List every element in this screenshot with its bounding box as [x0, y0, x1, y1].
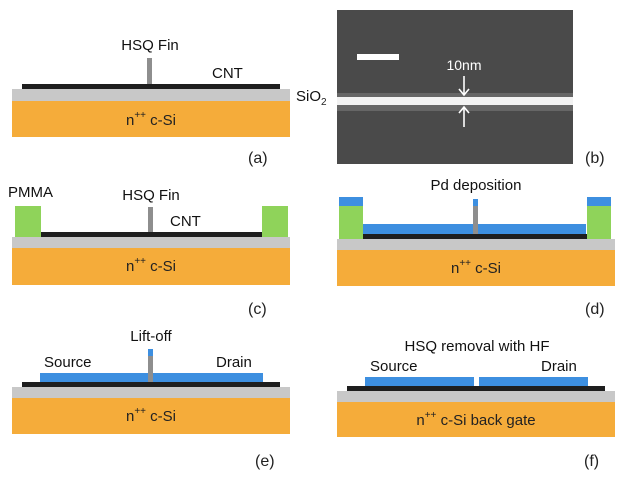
panel-b-width-label: 10nm	[446, 57, 481, 73]
panel-e: Lift-off Source Drain n++ c-Si (e)	[12, 328, 290, 470]
panel-b-caption: (b)	[585, 150, 605, 167]
panel-a: HSQ Fin CNT SiO2 n++ c-Si (a)	[12, 37, 327, 167]
panel-d-title: Pd deposition	[431, 177, 522, 194]
panel-e-pd-on-fin	[148, 349, 153, 356]
panel-d-pmma-left	[339, 206, 363, 239]
panel-f-oxide	[337, 391, 615, 402]
panel-f-drain-label: Drain	[541, 358, 577, 375]
panel-c-fin-label: HSQ Fin	[122, 187, 180, 204]
panel-e-oxide	[12, 387, 290, 398]
panel-c-pmma-label: PMMA	[8, 184, 53, 201]
panel-f: HSQ removal with HF Source Drain n++ c-S…	[337, 338, 615, 470]
panel-a-oxide	[12, 89, 290, 101]
panel-d-pd-cap-right	[587, 197, 611, 206]
panel-d: Pd deposition n++ c-Si (d)	[337, 177, 615, 318]
panel-a-substrate	[12, 101, 290, 137]
panel-c-pmma-right	[262, 206, 288, 237]
panel-f-source-label: Source	[370, 358, 418, 375]
panel-e-caption: (e)	[255, 453, 275, 470]
panel-a-substrate-label: n++ c-Si	[126, 110, 176, 129]
panel-c-oxide	[12, 237, 290, 248]
panel-d-substrate	[337, 250, 615, 286]
panel-c-cnt	[22, 232, 280, 237]
panel-d-cnt	[347, 234, 605, 239]
panel-c-hsq-fin	[148, 207, 153, 232]
panel-e-hsq-fin	[148, 356, 153, 382]
panel-a-fin-label: HSQ Fin	[121, 37, 179, 54]
scale-bar	[357, 54, 399, 60]
panel-c: PMMA HSQ Fin CNT n++ c-Si (c)	[8, 184, 290, 318]
panel-a-cnt-label: CNT	[212, 65, 243, 82]
panel-f-cnt	[347, 386, 605, 391]
panel-e-title: Lift-off	[130, 328, 172, 345]
width-arrow-top	[458, 76, 470, 97]
panel-d-pmma-right	[587, 206, 611, 239]
panel-c-substrate-label: n++ c-Si	[126, 256, 176, 275]
panel-b: 10nm (b)	[337, 10, 605, 167]
panel-f-title: HSQ removal with HF	[404, 338, 549, 355]
panel-f-caption: (f)	[584, 453, 599, 470]
panel-a-oxide-label: SiO2	[296, 88, 327, 108]
panel-d-hsq-fin	[473, 206, 478, 234]
panel-e-cnt	[22, 382, 280, 387]
sem-nanowire	[337, 97, 573, 105]
panel-c-caption: (c)	[248, 301, 267, 318]
sem-image	[337, 10, 573, 164]
panel-f-substrate	[337, 402, 615, 437]
panel-a-cnt	[22, 84, 280, 89]
panel-e-drain-label: Drain	[216, 354, 252, 371]
panel-d-caption: (d)	[585, 301, 605, 318]
panel-c-pmma-left	[15, 206, 41, 237]
panel-e-source-label: Source	[44, 354, 92, 371]
panel-a-hsq-fin	[147, 58, 152, 84]
panel-f-drain-metal	[479, 377, 588, 386]
panel-d-pd-on-fin	[473, 199, 478, 206]
panel-a-caption: (a)	[248, 150, 268, 167]
panel-e-substrate-label: n++ c-Si	[126, 406, 176, 425]
panel-d-substrate-label: n++ c-Si	[451, 258, 501, 277]
panel-f-substrate-label: n++ c-Si back gate	[416, 410, 535, 429]
panel-c-cnt-label: CNT	[170, 213, 201, 230]
panel-f-source-metal	[365, 377, 474, 386]
panel-e-substrate	[12, 398, 290, 434]
panel-d-oxide	[337, 239, 615, 250]
panel-c-substrate	[12, 248, 290, 285]
panel-d-pd-cap-left	[339, 197, 363, 206]
width-arrow-bottom	[458, 105, 470, 127]
